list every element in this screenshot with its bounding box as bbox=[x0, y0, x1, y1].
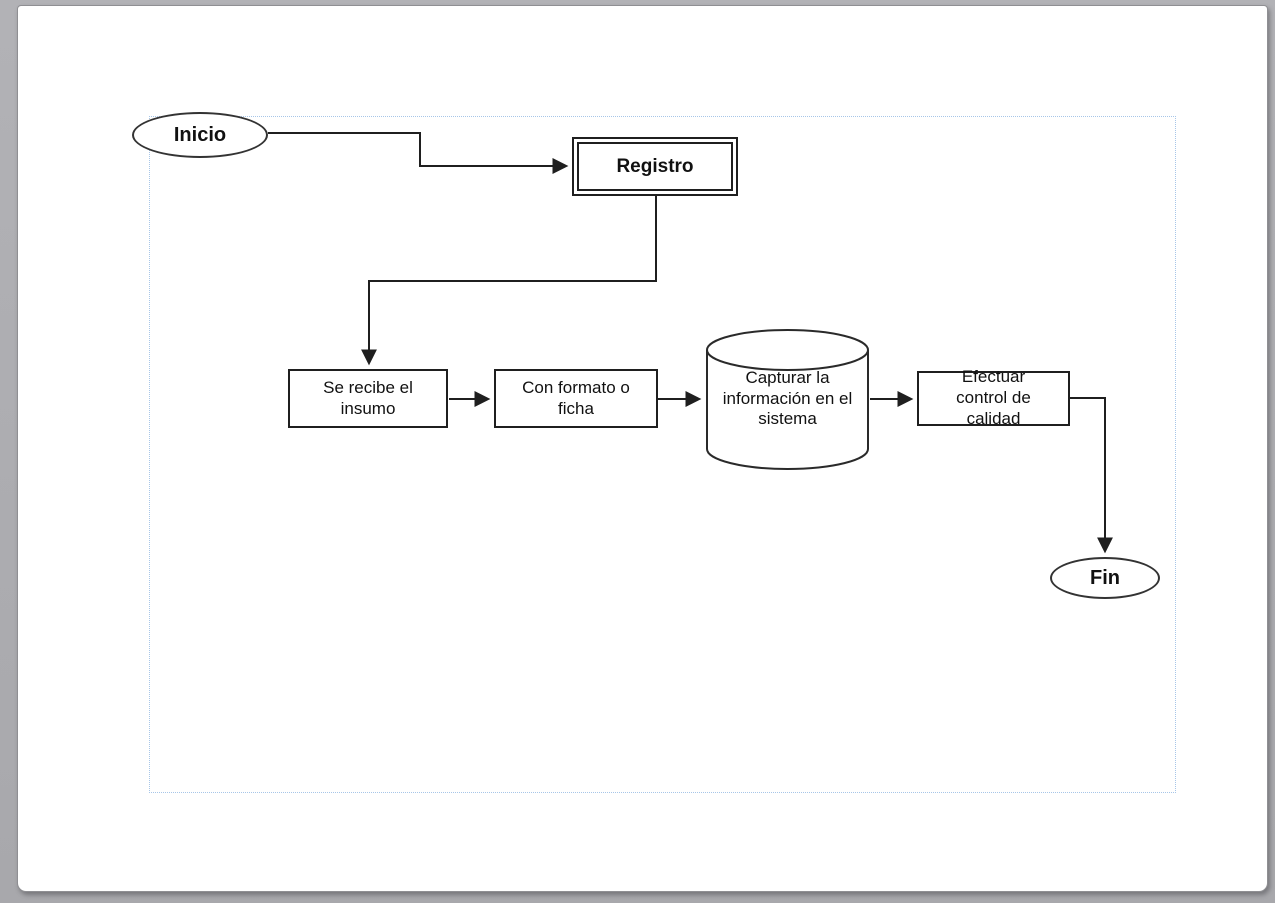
node-efectuar-control-label: Efectuar control de calidad bbox=[956, 367, 1031, 428]
node-registro-predefined-process: Registro bbox=[572, 137, 738, 196]
node-fin-label: Fin bbox=[1090, 566, 1120, 589]
node-inicio-terminator: Inicio bbox=[132, 112, 268, 158]
node-inicio-label: Inicio bbox=[173, 123, 227, 146]
node-capturar-database-cylinder: Capturar la información en el sistema bbox=[705, 328, 870, 471]
node-registro-label: Registro bbox=[616, 155, 694, 177]
node-se-recibe-label: Se recibe el insumo bbox=[323, 377, 413, 418]
node-capturar-label: Capturar la información en el sistema bbox=[722, 368, 853, 429]
node-registro-inner-border: Registro bbox=[577, 142, 733, 191]
node-efectuar-control-process: Efectuar control de calidad bbox=[917, 367, 1070, 428]
node-con-formato-process: Con formato o ficha bbox=[494, 369, 658, 428]
slide-content-frame bbox=[149, 116, 1176, 793]
node-con-formato-label: Con formato o ficha bbox=[522, 377, 630, 418]
node-fin-terminator: Fin bbox=[1050, 557, 1160, 599]
node-se-recibe-process: Se recibe el insumo bbox=[288, 369, 448, 428]
database-cylinder-shape bbox=[706, 329, 869, 470]
